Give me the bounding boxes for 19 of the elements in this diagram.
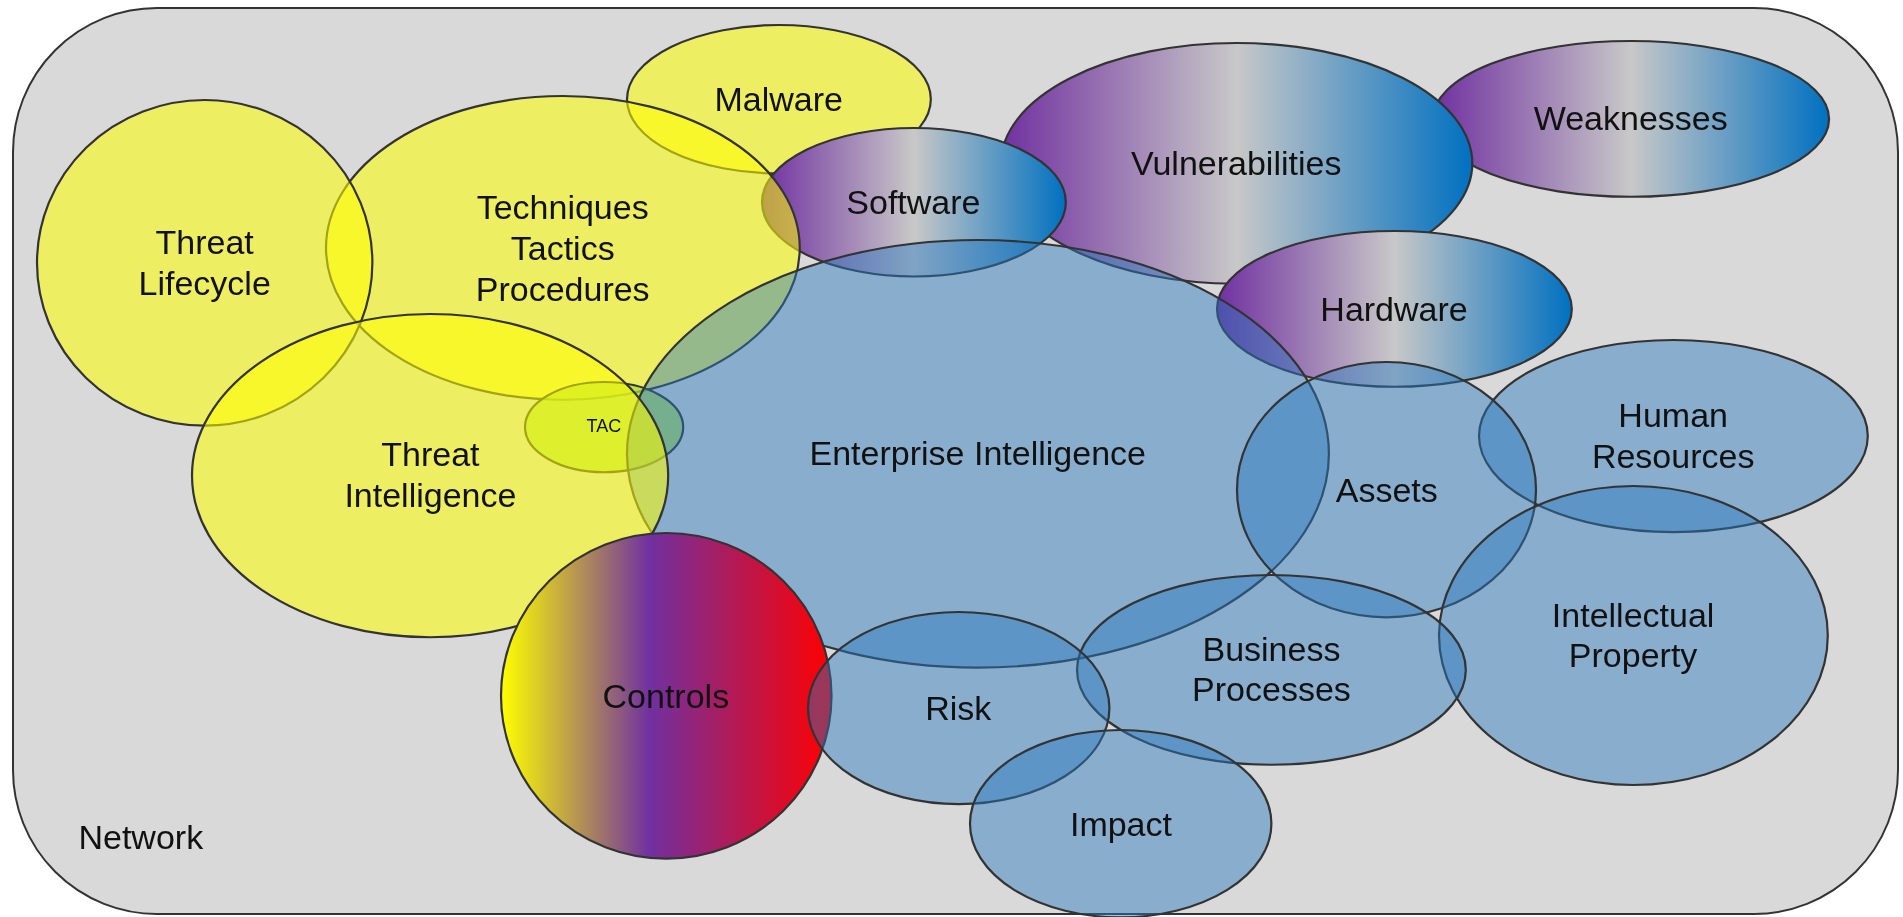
ellipse-label: Threat Lifecycle	[137, 222, 272, 304]
ellipse-label: Enterprise Intelligence	[808, 433, 1147, 474]
ellipse-label: Malware	[713, 78, 844, 120]
ellipse-label: Techniques Tactics Procedures	[474, 187, 651, 310]
ellipse-label: Controls	[601, 675, 731, 717]
ellipse-label: Software	[845, 181, 982, 223]
ellipse-label: Business Processes	[1191, 628, 1352, 711]
network-region	[12, 7, 1900, 916]
ellipse-label: Assets	[1334, 469, 1439, 511]
ellipse-label: Risk	[924, 687, 993, 729]
ellipse-label: Impact	[1068, 803, 1173, 844]
ellipse-label: Threat Intelligence	[343, 434, 518, 517]
ellipse-label: Hardware	[1319, 288, 1469, 330]
ellipse-label: TAC	[585, 415, 623, 438]
ellipse-label: Intellectual Property	[1550, 594, 1716, 677]
ellipse-label: Vulnerabilities	[1130, 143, 1343, 184]
ellipse-label: Weaknesses	[1532, 98, 1729, 139]
ellipse-label: Human Resources	[1590, 395, 1756, 478]
region-label: Network	[78, 816, 204, 858]
